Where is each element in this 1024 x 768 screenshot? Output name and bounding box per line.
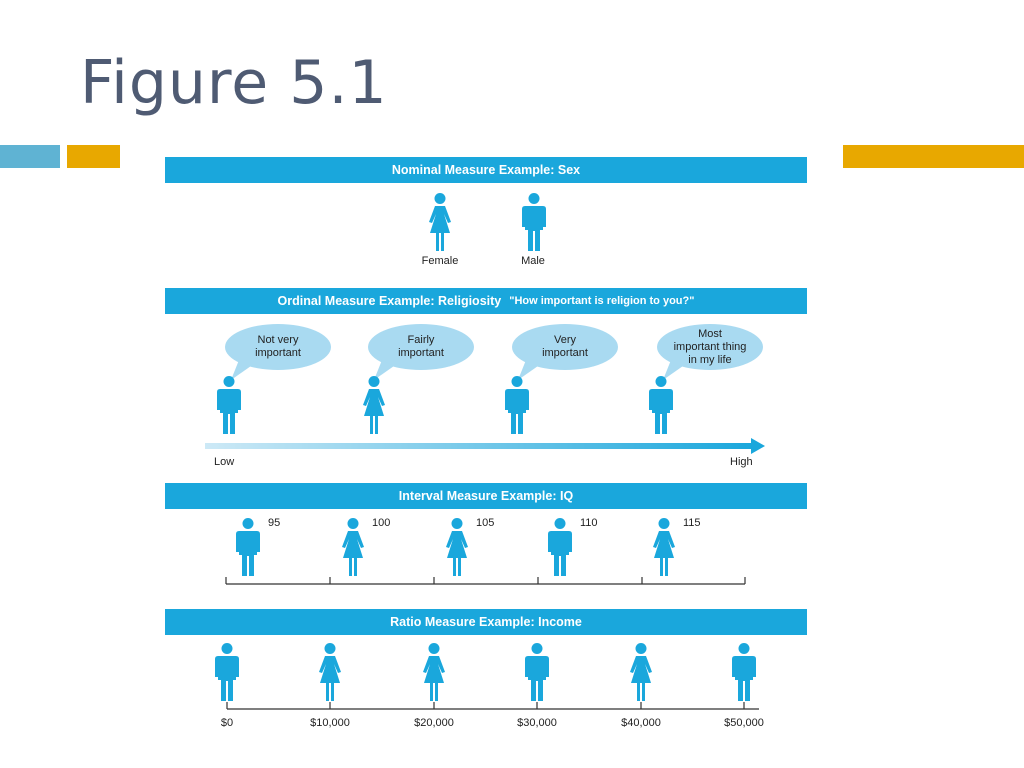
interval-axis — [225, 577, 746, 585]
female-icon — [653, 518, 675, 576]
speech-bubble-most-important: Most important thing in my life — [657, 324, 763, 380]
male-icon — [522, 193, 546, 251]
bubble-text: Most important thing in my life — [673, 327, 747, 366]
slide-title: Figure 5.1 — [80, 48, 388, 118]
speech-bubble-not-very-important: Not very important — [225, 324, 331, 380]
iq-value-label: 100 — [372, 517, 391, 529]
ratio-axis — [226, 702, 759, 710]
male-icon — [215, 643, 239, 701]
male-label: Male — [521, 255, 545, 267]
accent-bar-blue — [0, 145, 60, 168]
ordinal-question: "How important is religion to you?" — [509, 295, 695, 307]
bubble-text: Not very important — [255, 334, 301, 359]
male-icon — [236, 518, 260, 576]
ordinal-banner: Ordinal Measure Example: Religiosity "Ho… — [165, 288, 807, 314]
income-label: $10,000 — [310, 717, 350, 729]
scale-high-label: High — [730, 456, 753, 468]
accent-bar-gold-left — [67, 145, 120, 168]
speech-bubble-fairly-important: Fairly important — [368, 324, 474, 380]
male-icon — [548, 518, 572, 576]
accent-bar-gold-right — [843, 145, 1024, 168]
ratio-banner: Ratio Measure Example: Income — [165, 609, 807, 635]
income-label: $30,000 — [517, 717, 557, 729]
female-icon — [363, 376, 385, 434]
female-icon — [342, 518, 364, 576]
income-label: $50,000 — [724, 717, 764, 729]
interval-banner: Interval Measure Example: IQ — [165, 483, 807, 509]
male-icon — [505, 376, 529, 434]
nominal-banner-text: Nominal Measure Example: Sex — [391, 163, 581, 177]
bubble-text: Fairly important — [398, 334, 444, 359]
female-icon — [446, 518, 468, 576]
ordinal-banner-text: Ordinal Measure Example: Religiosity — [277, 294, 502, 308]
female-icon — [423, 643, 445, 701]
speech-bubble-very-important: Very important — [512, 324, 618, 380]
income-label: $20,000 — [414, 717, 454, 729]
scale-low-label: Low — [214, 456, 235, 468]
female-label: Female — [421, 255, 459, 267]
female-icon — [319, 643, 341, 701]
male-icon — [217, 376, 241, 434]
female-icon — [429, 193, 451, 251]
scale-arrow — [205, 438, 765, 454]
income-label: $0 — [220, 717, 234, 729]
iq-value-label: 110 — [580, 517, 598, 529]
interval-banner-text: Interval Measure Example: IQ — [398, 489, 574, 503]
male-icon — [649, 376, 673, 434]
bubble-text: Very important — [542, 334, 588, 359]
male-icon — [525, 643, 549, 701]
iq-value-label: 95 — [268, 517, 281, 529]
iq-value-label: 115 — [683, 517, 701, 529]
ratio-banner-text: Ratio Measure Example: Income — [390, 615, 582, 629]
nominal-banner: Nominal Measure Example: Sex — [165, 157, 807, 183]
female-icon — [630, 643, 652, 701]
male-icon — [732, 643, 756, 701]
income-label: $40,000 — [621, 717, 661, 729]
iq-value-label: 105 — [476, 517, 495, 529]
